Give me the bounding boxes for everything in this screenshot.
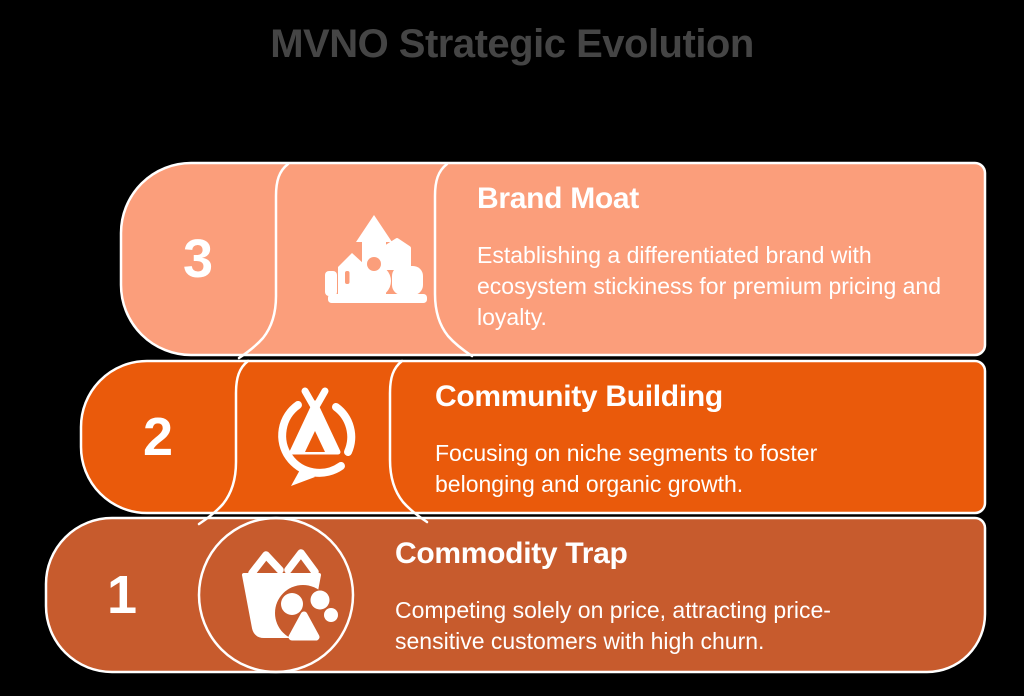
castle-moat-icon [325, 215, 427, 303]
bubble-tail [291, 468, 315, 486]
stage3-dividers [237, 162, 474, 360]
commodity-dot-medium [310, 590, 330, 610]
castle-right-block [392, 266, 423, 295]
divider-curve [388, 359, 429, 524]
castle-left-house [338, 253, 364, 296]
shopping-basket-icon [242, 549, 338, 641]
castle-window [367, 257, 381, 271]
castle-right-rock [384, 238, 411, 270]
stage3-text-block: Brand Moat Establishing a differentiated… [477, 180, 955, 333]
stage2-text-block: Community Building Focusing on niche seg… [435, 378, 905, 500]
divider-curve [237, 162, 290, 360]
stage2-description: Focusing on niche segments to foster bel… [435, 440, 818, 497]
stage1-title: Commodity Trap [395, 537, 628, 570]
page-title: MVNO Strategic Evolution [270, 22, 754, 66]
castle-base [328, 294, 427, 303]
stage3-row-shape [119, 161, 987, 357]
stage3-title: Brand Moat [477, 182, 640, 215]
divider-curve [433, 162, 474, 358]
stage1-number: 1 [106, 565, 138, 625]
divider-curve [197, 359, 250, 526]
castle-left-rock [325, 271, 337, 296]
stage2-dividers [197, 359, 429, 526]
commodity-dot-small [324, 608, 338, 622]
stage1-divider-circle [197, 516, 355, 674]
castle-roof [356, 215, 392, 242]
stage2-number: 2 [142, 407, 174, 467]
castle-door-slit [345, 271, 350, 284]
tipi-door [305, 431, 325, 452]
basket-handles [248, 549, 319, 577]
commodity-triangle [288, 611, 320, 641]
stage2-title: Community Building [435, 380, 723, 413]
ring-right-arc [332, 403, 356, 456]
stage1-text-block: Commodity Trap Competing solely on price… [395, 535, 920, 657]
stage3-description: Establishing a differentiated brand with… [477, 242, 941, 330]
community-tipi-icon [278, 387, 356, 486]
commodity-dot-large [281, 593, 303, 615]
ring-left-arc [278, 401, 345, 477]
stage3-number: 3 [182, 229, 214, 289]
castle-round-rock [359, 265, 391, 297]
stage1-description: Competing solely on price, attracting pr… [395, 597, 831, 654]
